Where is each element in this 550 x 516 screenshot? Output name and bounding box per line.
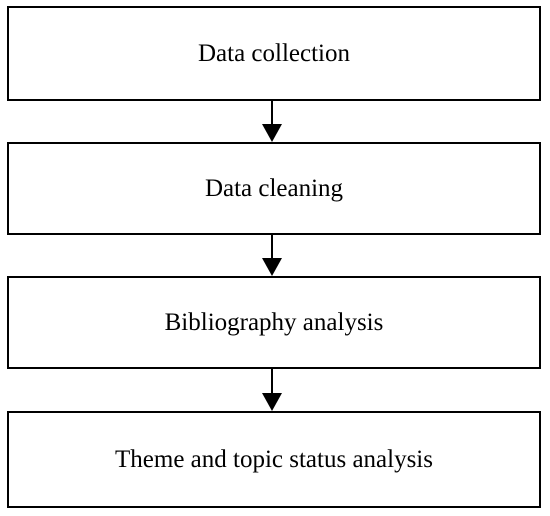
step-label: Bibliography analysis [164, 308, 384, 336]
step-label: Data collection [197, 39, 350, 67]
arrow-collection-to-cleaning [262, 101, 282, 142]
step-theme-topic-analysis: Theme and topic status analysis [7, 411, 541, 508]
step-label: Theme and topic status analysis [115, 445, 433, 473]
step-bibliography-analysis: Bibliography analysis [7, 276, 541, 369]
step-data-collection: Data collection [7, 6, 541, 101]
arrow-cleaning-to-bibliography [262, 235, 282, 276]
step-data-cleaning: Data cleaning [7, 142, 541, 235]
arrow-bibliography-to-theme [262, 369, 282, 411]
step-label: Data cleaning [204, 174, 344, 202]
